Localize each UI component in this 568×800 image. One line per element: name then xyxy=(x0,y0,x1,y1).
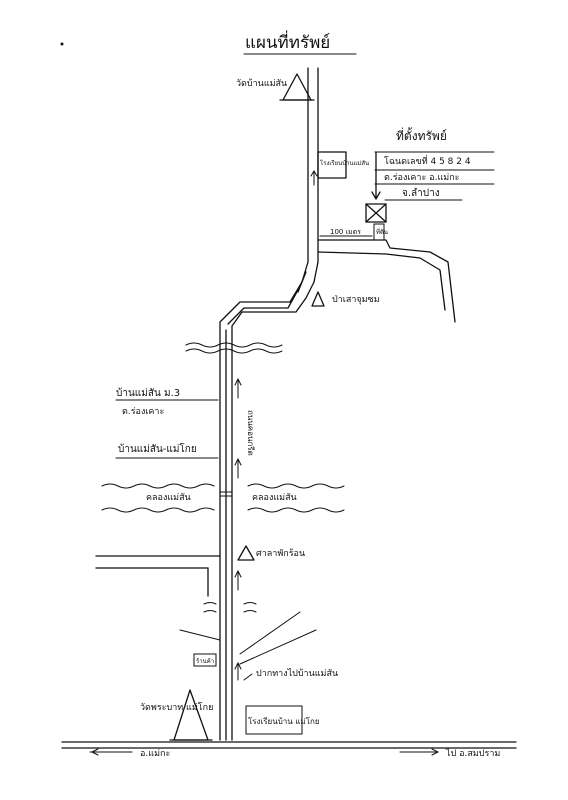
map-title: แผนที่ทรัพย์ xyxy=(245,30,330,53)
property-side-label: ที่ดิน xyxy=(376,228,388,236)
diag-road-2 xyxy=(239,629,317,665)
distance-label: 100 เมตร xyxy=(330,228,361,236)
canal-right-label: คลองแม่สัน xyxy=(252,493,297,503)
sala-icon xyxy=(237,545,255,561)
canal-waves xyxy=(101,483,345,513)
property-marker-icon xyxy=(365,203,387,223)
pagoda-icon xyxy=(311,291,325,307)
canal-left-label: คลองแม่สัน xyxy=(146,493,191,503)
junction-pointer xyxy=(243,673,253,681)
road-diagonal-a xyxy=(219,281,303,561)
temple-icon xyxy=(169,689,213,741)
diag-road-left xyxy=(179,629,221,641)
arrow-left-icon xyxy=(89,748,133,756)
school-bottom-label: โรงเรียนบ้าน แม่โกย xyxy=(248,716,320,726)
lower-water-marks xyxy=(203,602,257,613)
property-side-box xyxy=(373,223,385,241)
village-3-sub: ต.ร่องเคาะ xyxy=(122,407,164,417)
to-right-label: ไป อ.สมปราม xyxy=(445,748,500,759)
property-province: จ.ลำปาง xyxy=(402,188,440,199)
arrow-icon xyxy=(234,170,318,681)
village-3-label: บ้านแม่สัน ม.3 xyxy=(116,387,180,399)
main-road-edge-b2 xyxy=(313,261,319,283)
school-sign xyxy=(317,151,347,179)
branch-road-bottom xyxy=(317,251,446,311)
stray-dot xyxy=(60,42,64,46)
property-header: ที่ตั้งทรัพย์ xyxy=(396,127,447,143)
sala-label: ศาลาพักร้อน xyxy=(256,548,305,559)
school-bottom-box xyxy=(245,705,303,735)
property-subdistrict: ต.ร่องเคาะ อ.แม่กะ xyxy=(384,173,460,183)
diag-road-1 xyxy=(239,611,301,655)
temple-top-label: วัดบ้านแม่สัน xyxy=(236,78,287,89)
water-wave-icon xyxy=(185,342,283,354)
small-sign-box xyxy=(193,653,217,667)
road-inner-b xyxy=(297,271,307,293)
road-inner-a xyxy=(227,289,299,325)
wat-right-label: ป่าเสาจุมซม xyxy=(332,295,380,305)
to-left-label: อ.แม่กะ xyxy=(140,749,170,759)
road-diagonal-b xyxy=(231,281,315,741)
road-vertical-label: ถนนคอนกรีต xyxy=(246,410,255,456)
road-name-label: บ้านแม่สัน-แม่โกย xyxy=(118,442,197,455)
property-deed: โฉนดเลขที่ 4 5 8 2 4 xyxy=(384,154,471,167)
school-label: โรงเรียนบ้านแม่สัน xyxy=(320,159,369,167)
junction-label: ปากทางไปบ้านแม่สัน xyxy=(256,668,338,679)
temple-bottom-label: วัดพระบาท แม่โกย xyxy=(140,702,213,713)
small-sign-label: ร้านค้า xyxy=(196,658,214,665)
arrow-right-icon xyxy=(399,748,440,756)
property-arrow xyxy=(371,151,381,200)
